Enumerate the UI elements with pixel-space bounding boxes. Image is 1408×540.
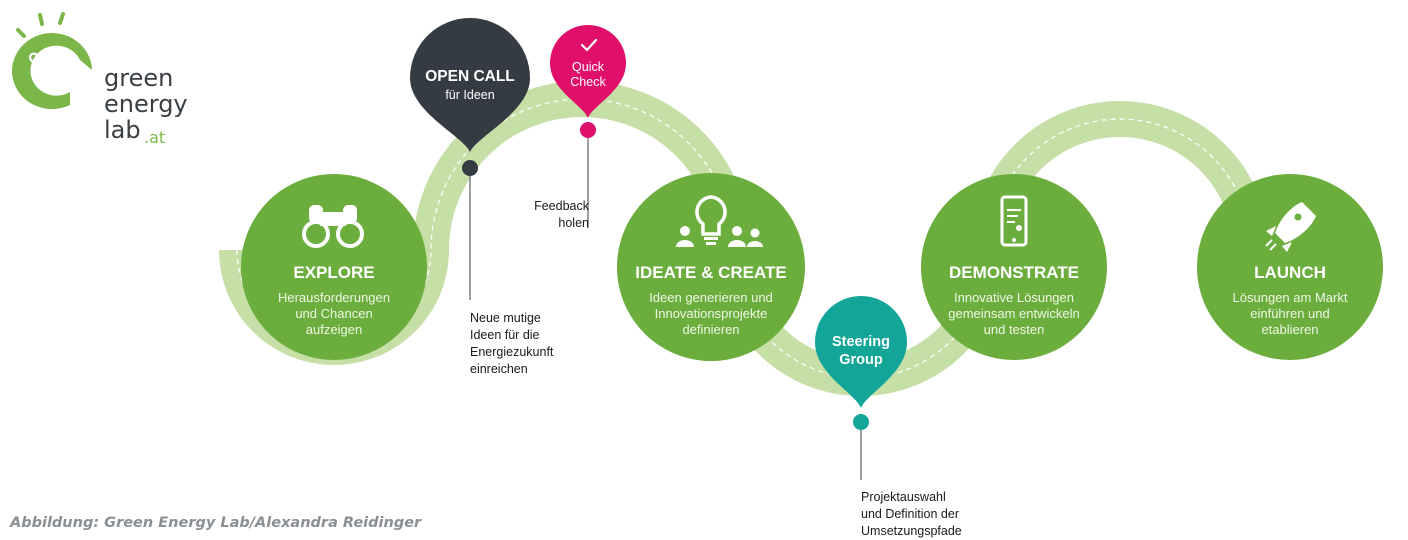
checkmark-icon — [580, 38, 598, 52]
lightbulb-people-icon — [676, 195, 763, 247]
pin-steering-group: Steering Group — [815, 296, 907, 408]
note-line: Neue mutige — [470, 311, 541, 325]
stage-explore: EXPLORE Herausforderungen und Chancen au… — [241, 174, 427, 360]
logo-word-lab: lab — [104, 116, 141, 144]
steering-dot — [853, 414, 869, 430]
stage-title: LAUNCH — [1254, 263, 1326, 282]
note-quick-check: Feedback holen — [534, 199, 590, 230]
logo-suffix: .at — [144, 128, 165, 147]
stage-desc-line: gemeinsam entwickeln — [948, 306, 1080, 321]
pin-open-call: OPEN CALL für Ideen — [410, 18, 530, 152]
stage-ideate-create: IDEATE & CREATE Ideen generieren und Inn… — [617, 173, 805, 361]
note-line: Feedback — [534, 199, 590, 213]
pin-subtitle: Group — [839, 352, 883, 368]
stage-desc-line: Innovative Lösungen — [954, 290, 1074, 305]
note-line: einreichen — [470, 362, 528, 376]
pin-subtitle: für Ideen — [445, 88, 494, 102]
pin-title: Quick — [572, 60, 605, 74]
stage-launch: LAUNCH Lösungen am Markt einführen und e… — [1197, 174, 1383, 360]
note-open-call: Neue mutige Ideen für die Energiezukunft… — [470, 311, 554, 376]
stage-desc-line: Innovationsprojekte — [655, 306, 768, 321]
stage-desc-line: und Chancen — [295, 306, 372, 321]
note-line: Projektauswahl — [861, 490, 946, 504]
pin-title: Steering — [832, 334, 890, 350]
stage-demonstrate: DEMONSTRATE Innovative Lösungen gemeinsa… — [921, 174, 1107, 360]
stage-desc-line: definieren — [682, 322, 739, 337]
logo-e-shape — [12, 33, 93, 110]
stage-title: EXPLORE — [293, 263, 374, 282]
pin-quick-check: Quick Check — [550, 25, 626, 118]
pin-title: OPEN CALL — [425, 68, 515, 85]
stage-title: DEMONSTRATE — [949, 263, 1079, 282]
stage-desc-line: aufzeigen — [306, 322, 362, 337]
stage-desc-line: etablieren — [1261, 322, 1318, 337]
note-line: Ideen für die — [470, 328, 540, 342]
binoculars-icon — [302, 205, 364, 248]
green-energy-lab-logo: green energy lab .at — [12, 12, 188, 147]
stage-desc-line: einführen und — [1250, 306, 1330, 321]
stage-desc-line: Herausforderungen — [278, 290, 390, 305]
logo-word-green: green — [104, 64, 173, 92]
note-line: Energiezukunft — [470, 345, 554, 359]
note-steering: Projektauswahl und Definition der Umsetz… — [861, 490, 962, 538]
stage-desc-line: und testen — [984, 322, 1045, 337]
rocket-icon — [1265, 202, 1316, 252]
quick-check-dot — [580, 122, 596, 138]
note-line: Umsetzungspfade — [861, 524, 962, 538]
open-call-dot — [462, 160, 478, 176]
image-caption: Abbildung: Green Energy Lab/Alexandra Re… — [10, 515, 422, 531]
stage-desc-line: Lösungen am Markt — [1233, 290, 1348, 305]
stage-title: IDEATE & CREATE — [635, 263, 786, 282]
sun-rays-icon — [16, 12, 65, 38]
logo-word-energy: energy — [104, 90, 188, 118]
stage-desc-line: Ideen generieren und — [649, 290, 773, 305]
infinity-icon — [29, 52, 55, 67]
note-line: holen — [558, 216, 589, 230]
connectors — [462, 122, 869, 480]
pin-subtitle: Check — [570, 75, 606, 89]
smartphone-icon — [1000, 195, 1028, 247]
note-line: und Definition der — [861, 507, 959, 521]
